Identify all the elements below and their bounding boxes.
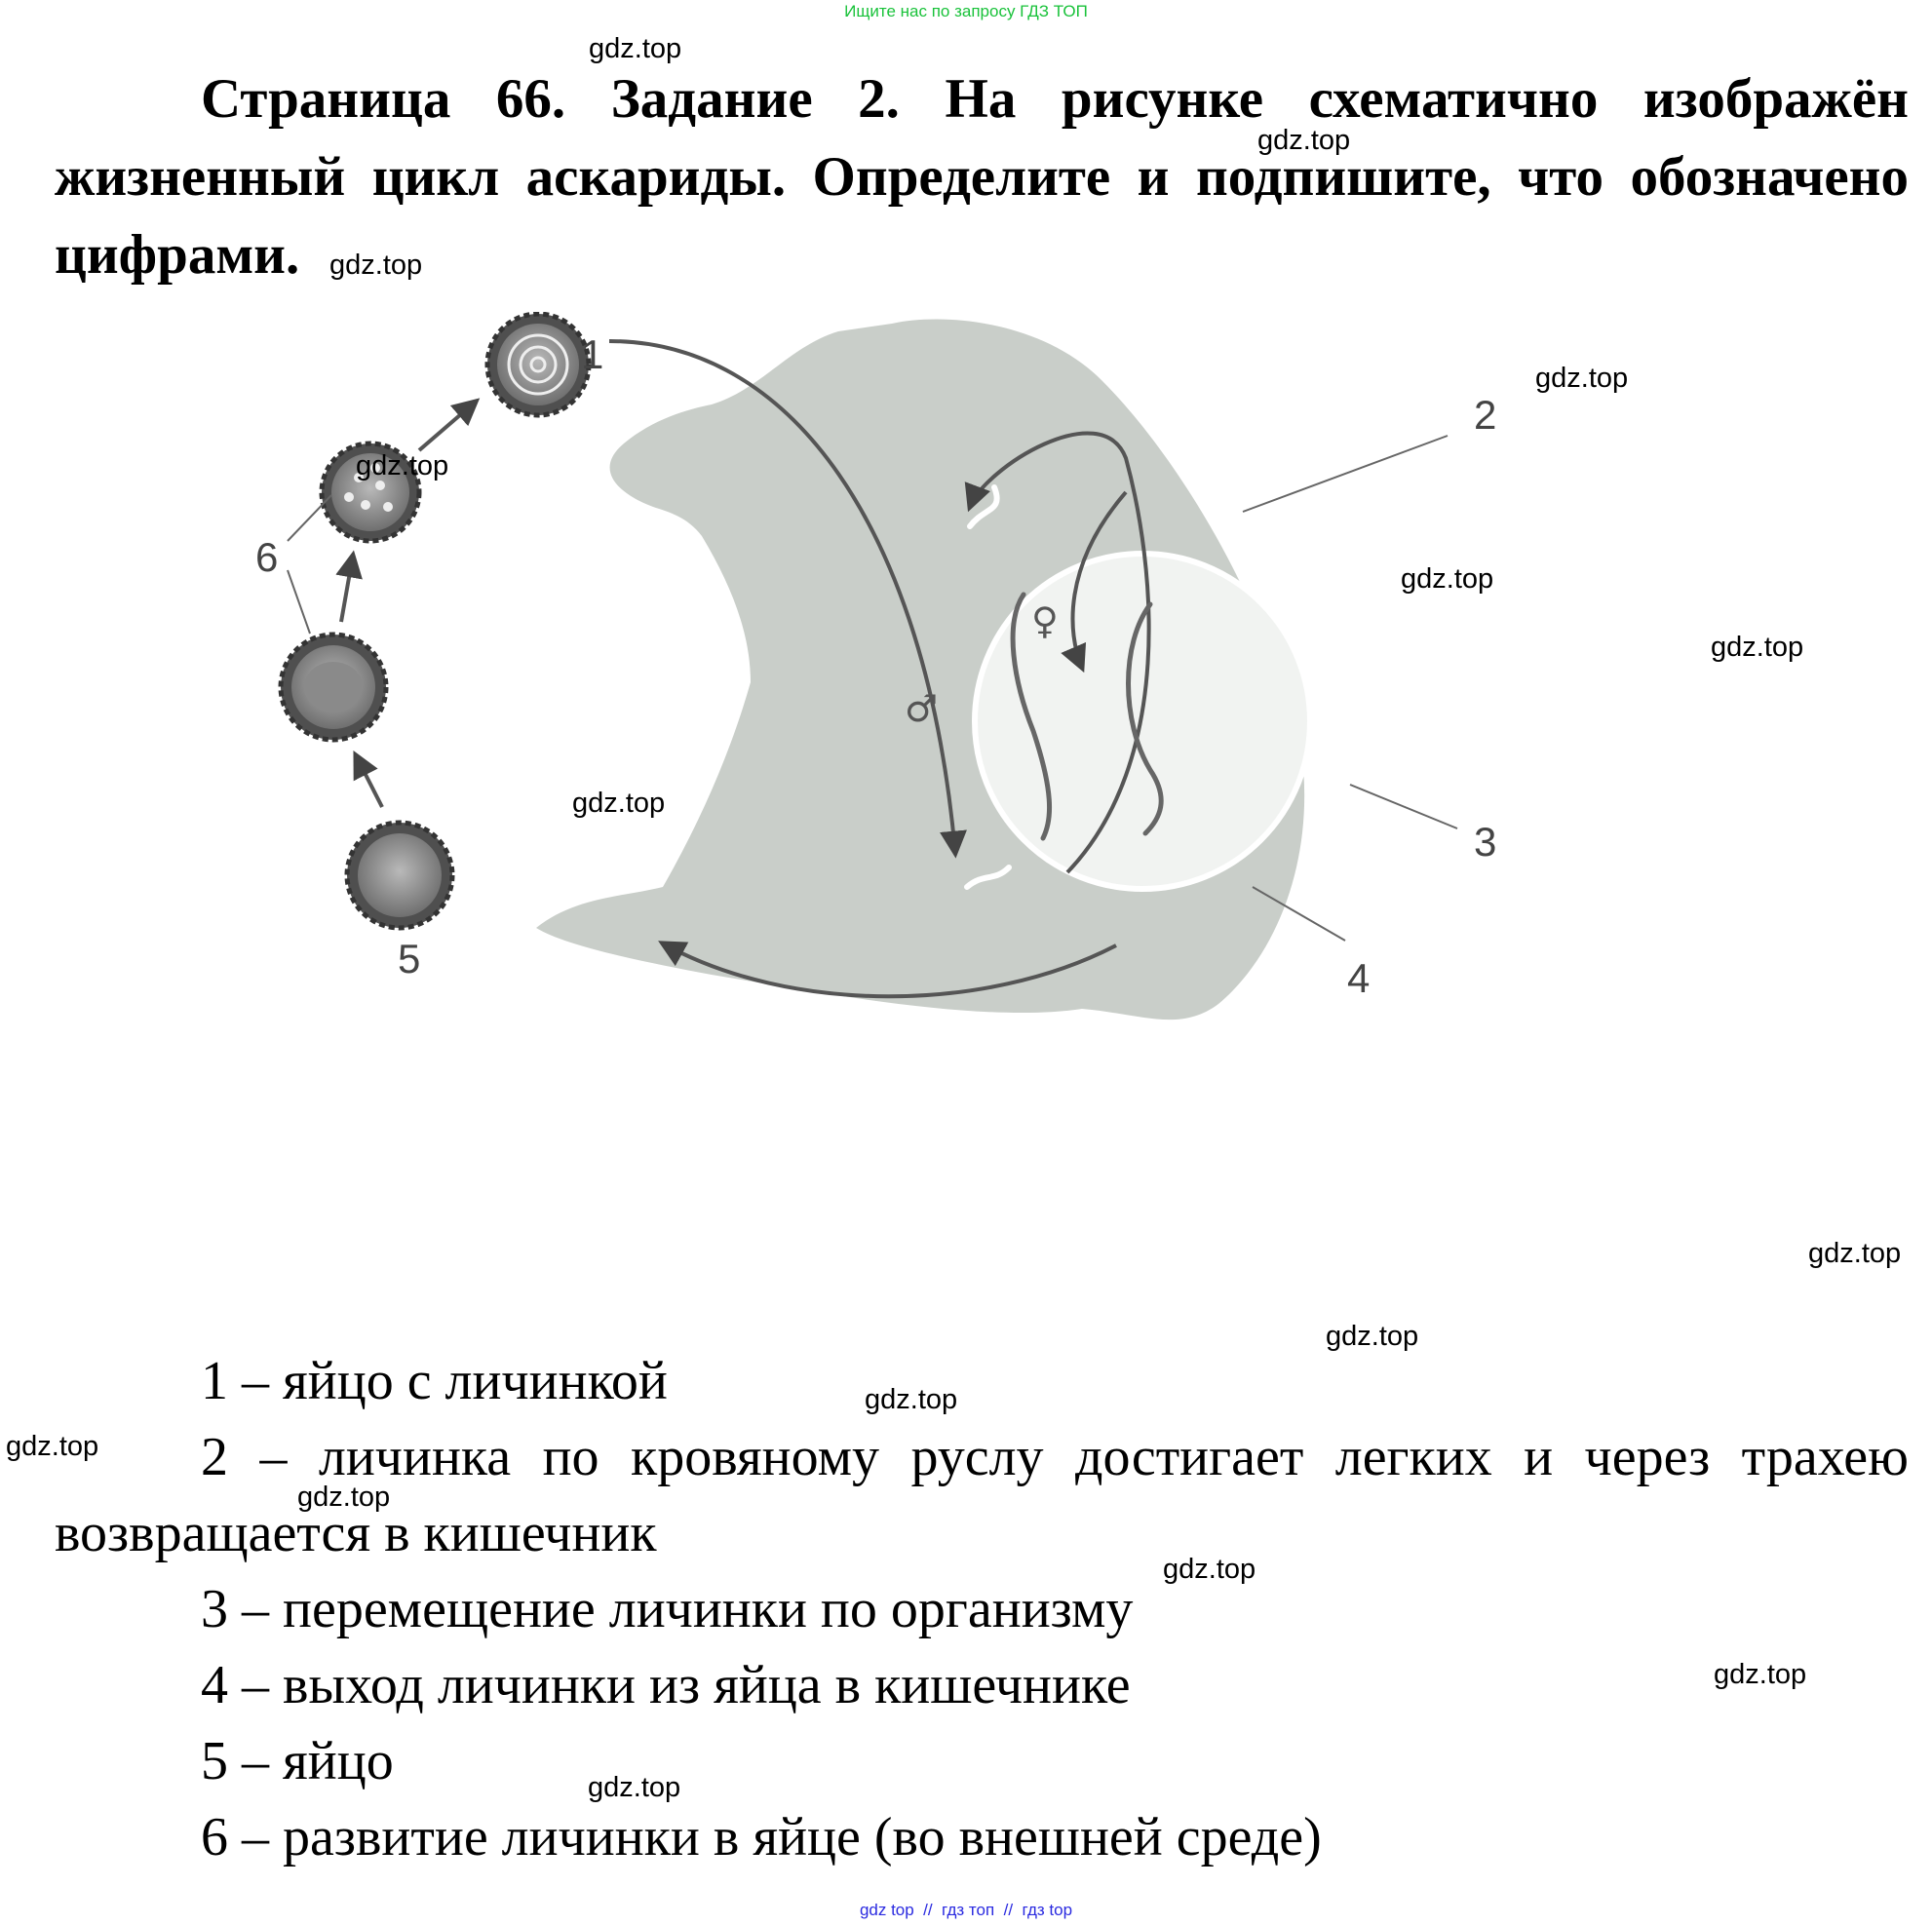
watermark: gdz.top bbox=[1401, 563, 1494, 595]
male-worm bbox=[1126, 601, 1164, 836]
cycle-arrow-6-to-1 bbox=[417, 398, 481, 452]
footer-links: gdz top // гдз топ // гдз top bbox=[859, 1901, 1073, 1919]
watermark: gdz.top bbox=[1711, 632, 1804, 663]
pointer-line-3 bbox=[1349, 784, 1458, 829]
female-worm bbox=[1010, 592, 1052, 841]
pointer-line-2 bbox=[1242, 435, 1449, 513]
watermark: gdz.top bbox=[865, 1384, 958, 1415]
watermark: gdz.top bbox=[588, 1772, 681, 1803]
hatching-larva bbox=[964, 865, 1012, 890]
label-5: 5 bbox=[398, 936, 421, 982]
female-symbol: ♀ bbox=[1031, 599, 1059, 642]
watermark: gdz.top bbox=[1326, 1321, 1419, 1352]
label-1: 1 bbox=[581, 331, 604, 377]
male-symbol: ♂ bbox=[905, 687, 938, 730]
watermark: gdz.top bbox=[589, 33, 682, 64]
infection-arrow bbox=[608, 339, 967, 859]
watermark: gdz.top bbox=[1535, 363, 1629, 394]
task-heading: Страница 66. Задание 2. На рисунке схема… bbox=[55, 68, 1909, 286]
watermark: gdz.top bbox=[1257, 125, 1351, 156]
answers-list: 1 – яйцо с личинкой 2 – личинка по кровя… bbox=[55, 1343, 1909, 1875]
egg-excretion-arrow bbox=[658, 941, 1117, 999]
return-to-intestine-arrow bbox=[964, 431, 1151, 874]
pointer-line-6a bbox=[287, 494, 332, 542]
egg-with-larva bbox=[484, 311, 592, 418]
watermark: gdz.top bbox=[572, 788, 666, 819]
watermark: gdz.top bbox=[329, 250, 423, 281]
answer-item: 5 – яйцо bbox=[201, 1731, 394, 1791]
lung-larva bbox=[967, 484, 1000, 529]
answer-item: 3 – перемещение личинки по организму bbox=[201, 1579, 1134, 1639]
ascaris-life-cycle-figure: ♂ ♀ bbox=[244, 311, 1511, 1306]
larva-migration-arrow bbox=[1061, 490, 1128, 674]
watermark: gdz.top bbox=[6, 1431, 99, 1462]
cycle-arrow-5-to-6 bbox=[353, 751, 384, 808]
egg-fresh bbox=[344, 820, 455, 931]
pointer-line-4 bbox=[1252, 886, 1346, 942]
human-silhouette bbox=[536, 319, 1313, 1020]
watermark: gdz.top bbox=[356, 450, 449, 481]
label-3: 3 bbox=[1474, 819, 1497, 865]
answer-item: 2 – личинка по кровяному руслу достигает… bbox=[55, 1427, 1909, 1563]
label-4: 4 bbox=[1347, 955, 1371, 1001]
watermark: gdz.top bbox=[1714, 1659, 1807, 1690]
answer-item: 6 – развитие личинки в яйце (во внешней … bbox=[201, 1807, 1322, 1867]
answer-item: 1 – яйцо с личинкой bbox=[201, 1351, 668, 1411]
answer-item: 4 – выход личинки из яйца в кишечнике bbox=[201, 1655, 1131, 1715]
watermark: gdz.top bbox=[297, 1482, 391, 1513]
pointer-line-6b bbox=[287, 569, 311, 635]
cycle-arrow-6a-to-6b bbox=[335, 550, 363, 623]
watermark: gdz.top bbox=[1163, 1554, 1256, 1585]
watermark: gdz.top bbox=[1808, 1238, 1902, 1269]
search-hint: Ищите нас по запросу ГДЗ ТОП bbox=[844, 2, 1088, 20]
label-6: 6 bbox=[255, 534, 279, 580]
label-2: 2 bbox=[1474, 392, 1497, 438]
egg-stage-dividing bbox=[278, 632, 389, 743]
egg-stage-morula bbox=[319, 441, 422, 544]
life-cycle-diagram: ♂ ♀ bbox=[278, 311, 1458, 1020]
